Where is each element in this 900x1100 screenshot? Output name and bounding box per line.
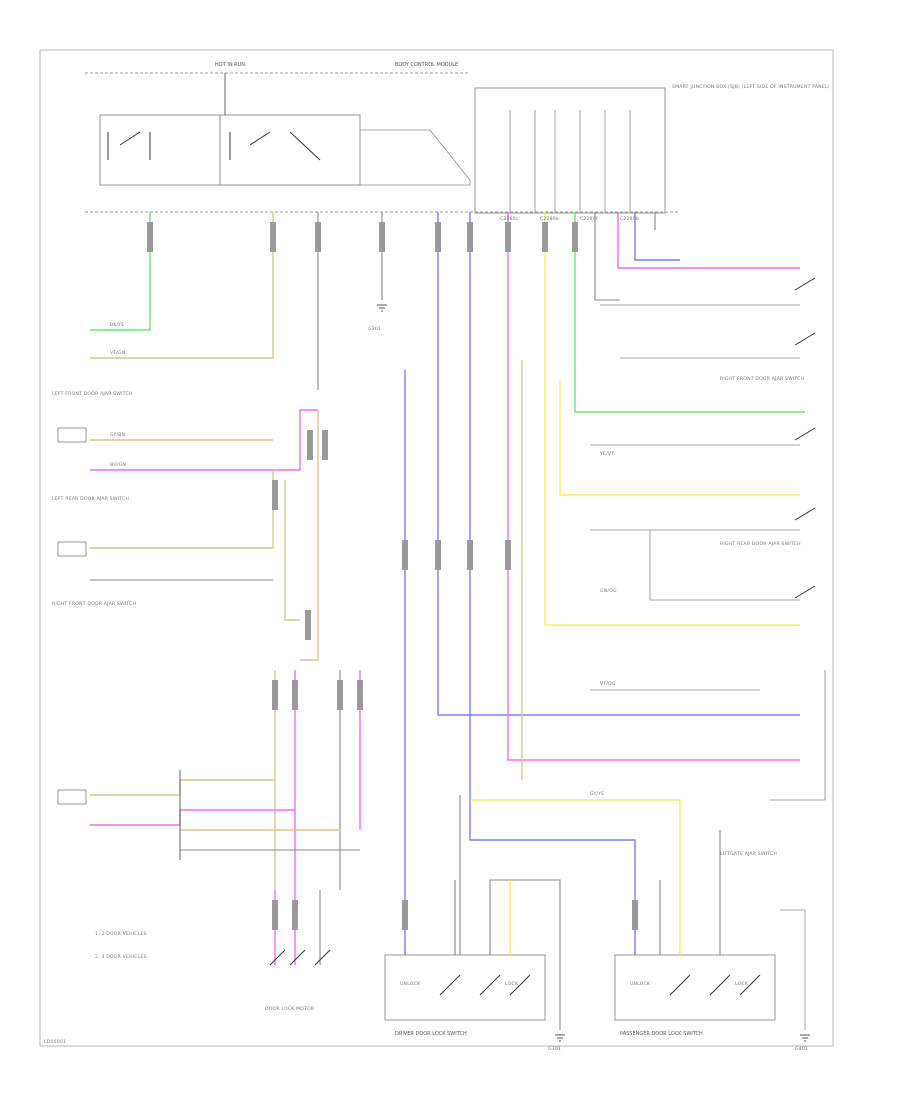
connector-pin-4: C2280b [620,216,639,222]
legend-item-1: 1. 2 DOOR VEHICLES [95,931,147,937]
corner-code: LD00001 [44,1039,66,1045]
wire-label-4: BU/GN [110,462,126,468]
door-ajar-switch-contacts [794,277,816,599]
relay-symbol-2 [229,131,321,161]
wire-label-5: YE/VT [599,451,614,457]
connector-markers [147,222,638,930]
wire-tan-center-down-2 [284,480,300,621]
passenger-pin-unlock: UNLOCK [630,981,651,987]
driver-switch-feeds [454,879,561,1030]
legend-item-2: 2. 4 DOOR VEHICLES [95,954,147,960]
driver-door-lock-switch-box [384,954,546,1021]
wire-pink-left-rear [617,212,800,269]
wire-left-front-feed [90,212,274,359]
ground-g2-label: G301 [548,1046,561,1052]
driver-lock-switch-label: DRIVER DOOR LOCK SWITCH [395,1031,467,1037]
door-lock-motor-symbol [269,949,331,966]
door-lock-motor-label: DOOR LOCK MOTOR [265,1006,315,1012]
diagram-frame [39,49,834,1047]
wire-grey-left-rear [594,212,620,301]
wire-yellow-right-front [559,380,800,496]
door-switch-left-3 [57,789,87,805]
wire-blue-passenger [469,212,636,955]
wire-pink-left-1 [90,409,318,471]
wire-tan-center-down [300,410,319,661]
body-control-module-box [474,87,666,214]
module-box-center [219,114,361,186]
wire-label-8: GY/YE [590,791,604,797]
passenger-pin-lock: LOCK [735,981,749,987]
liftgate-return [770,670,826,801]
wire-left-front-ajar [90,212,151,331]
connector-pin-3: C2280f [580,216,598,222]
ground-g4-line [780,909,806,1030]
liftgate-ajar-label: LIFTGATE AJAR SWITCH [720,851,777,857]
wire-green-right-front [574,212,805,413]
wire-label-7: VT/OG [600,681,616,687]
passenger-switch-feeds [659,830,721,955]
relay-symbol-1 [107,131,151,160]
wire-label-2: VT/GN [110,350,126,356]
wire-label-1: BK/YE [110,322,124,328]
module-boundary [220,129,471,186]
wire-pink-rear [507,212,800,761]
passenger-door-lock-switch-box [614,954,776,1021]
connector-pin-2: C2280e [540,216,559,222]
left-rear-door-ajar-label: LEFT REAR DOOR AJAR SWITCH [52,496,129,502]
door-switch-left-1 [57,427,87,443]
wire-blue-left-rear [634,212,680,261]
connector-pin-1: C2280c [500,216,519,222]
liftgate-yellow [470,799,681,830]
module-note: SMART JUNCTION BOX (SJB) (LEFT SIDE OF I… [672,84,830,90]
driver-switch-contacts [439,974,531,996]
driver-pin-unlock: UNLOCK [400,981,421,987]
left-front-door-ajar-label: LEFT FRONT DOOR AJAR SWITCH [52,391,133,397]
rear-door-switch-branch [649,530,800,601]
right-front-ajar-left-label: RIGHT FRONT DOOR AJAR SWITCH [52,601,136,607]
right-rear-door-ajar-label: RIGHT REAR DOOR AJAR SWITCH [720,541,801,547]
wire-tan-left-2 [90,470,274,549]
door-switch-left-2 [57,541,87,557]
ground-g1-label: G201 [368,326,381,332]
ground-g4-label: G401 [795,1046,808,1052]
right-front-door-ajar-label: RIGHT FRONT DOOR AJAR SWITCH [720,376,804,382]
top-module-label: BODY CONTROL MODULE [395,62,458,68]
left-lower-wire-1 [90,779,275,796]
fuse-label: HOT IN RUN [215,62,245,68]
passenger-switch-contacts [669,974,761,996]
module-box-left [99,114,221,186]
left-lower-wire-2 [90,809,295,826]
ground-symbols [377,304,810,1042]
wire-label-3: GY/BN [110,432,125,438]
driver-pin-lock: LOCK [505,981,519,987]
wire-blue-liftgate [437,212,800,716]
wire-label-6: GN/OG [600,588,617,594]
wire-yellow-right-rear [544,212,800,626]
passenger-lock-switch-label: PASSENGER DOOR LOCK SWITCH [620,1031,703,1037]
